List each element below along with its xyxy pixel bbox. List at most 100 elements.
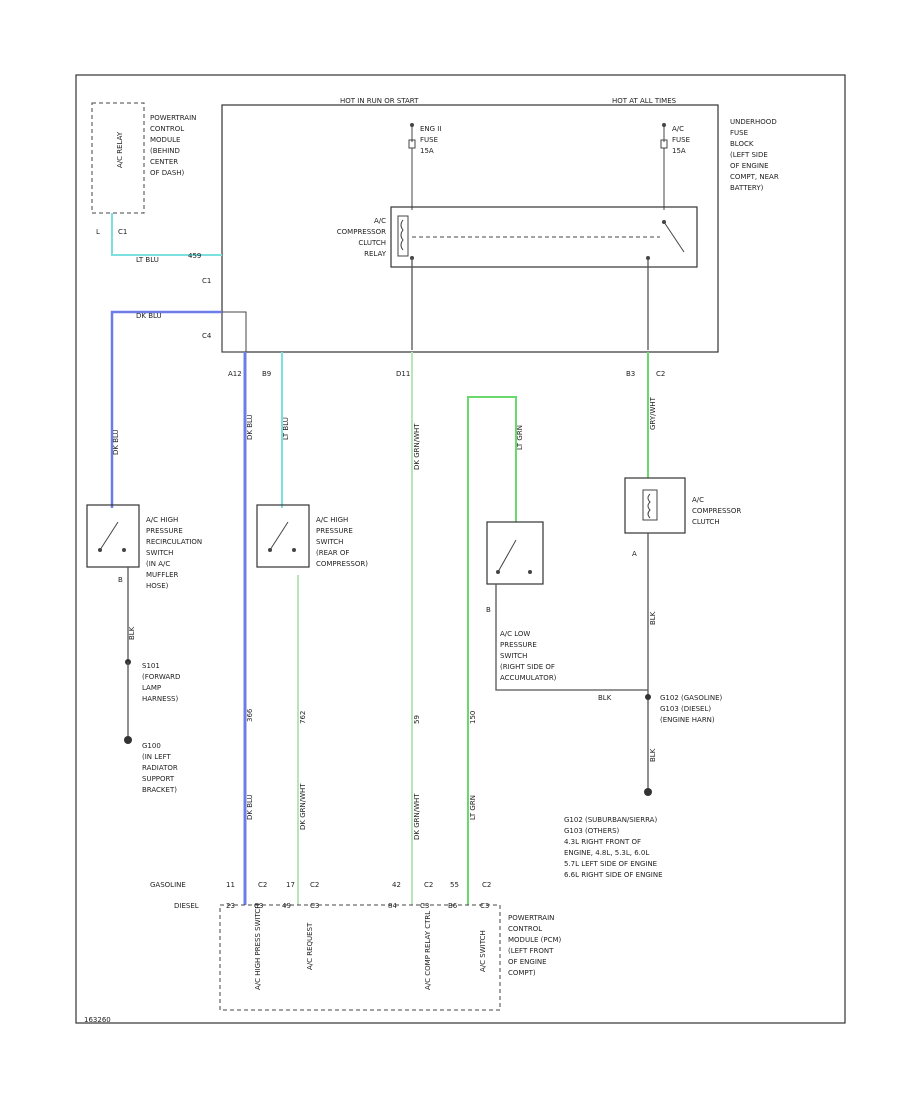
svg-text:POWERTRAIN: POWERTRAIN	[150, 114, 196, 122]
svg-text:A/C HIGH: A/C HIGH	[316, 516, 348, 524]
svg-text:SWITCH: SWITCH	[500, 652, 527, 660]
svg-text:CONTROL: CONTROL	[508, 925, 542, 933]
ac-low-pressure-switch: A/C LOW PRESSURE SWITCH (RIGHT SIDE OF A…	[486, 521, 557, 682]
svg-text:11: 11	[226, 881, 235, 889]
svg-text:42: 42	[392, 881, 401, 889]
svg-text:15A: 15A	[672, 147, 686, 155]
svg-text:84: 84	[388, 902, 397, 910]
svg-text:A/C: A/C	[672, 125, 684, 133]
svg-text:G102 (SUBURBAN/SIERRA): G102 (SUBURBAN/SIERRA)	[564, 816, 657, 824]
svg-text:OF DASH): OF DASH)	[150, 169, 185, 177]
svg-text:(LEFT FRONT: (LEFT FRONT	[508, 947, 554, 955]
svg-text:G103 (DIESEL): G103 (DIESEL)	[660, 705, 711, 713]
svg-text:OF ENGINE: OF ENGINE	[508, 958, 547, 966]
conn-c4: C4	[202, 332, 212, 340]
svg-text:(BEHIND: (BEHIND	[150, 147, 180, 155]
splice-g102	[645, 694, 651, 700]
pcm-top-label: POWERTRAIN CONTROL MODULE (BEHIND CENTER…	[150, 114, 196, 177]
ground-g100-label: G100 (IN LEFT RADIATOR SUPPORT BRACKET)	[142, 742, 178, 794]
label-blk-recirc: BLK	[128, 626, 136, 640]
svg-text:C3: C3	[254, 902, 263, 910]
label-lt-blu-b9: LT BLU	[282, 417, 290, 440]
svg-text:COMPRESSOR): COMPRESSOR)	[316, 560, 368, 568]
svg-text:G102 (GASOLINE): G102 (GASOLINE)	[660, 694, 723, 702]
svg-text:4.3L RIGHT FRONT OF: 4.3L RIGHT FRONT OF	[564, 838, 641, 846]
svg-text:15A: 15A	[420, 147, 434, 155]
svg-text:BATTERY): BATTERY)	[730, 184, 764, 192]
conn-c1: C1	[202, 277, 211, 285]
svg-text:ENG II: ENG II	[420, 125, 441, 133]
svg-text:PRESSURE: PRESSURE	[146, 527, 183, 535]
label-blk-low: BLK	[598, 694, 612, 702]
pin-b9: B9	[262, 370, 271, 378]
svg-text:C3: C3	[310, 902, 319, 910]
svg-text:C2: C2	[258, 881, 267, 889]
svg-text:17: 17	[286, 881, 295, 889]
wire-lt-blu-top	[111, 213, 222, 256]
ground-g100-symbol	[124, 736, 132, 744]
pcm-top-box	[91, 102, 145, 214]
footer-code: 163260	[84, 1016, 111, 1024]
pcm-top-vertical-label: A/C RELAY	[116, 131, 124, 168]
label-lt-blu-top: LT BLU	[136, 256, 159, 264]
ground-g102-label: G102 (GASOLINE) G103 (DIESEL) (ENGINE HA…	[660, 694, 723, 724]
svg-text:FUSE: FUSE	[730, 129, 748, 137]
svg-text:COMPT, NEAR: COMPT, NEAR	[730, 173, 779, 181]
svg-text:OF ENGINE: OF ENGINE	[730, 162, 769, 170]
label-lt-grn-top: LT GRN	[516, 425, 524, 450]
svg-text:A/C: A/C	[374, 217, 386, 225]
svg-text:RECIRCULATION: RECIRCULATION	[146, 538, 202, 546]
label-dk-grn-d11-lower: DK GRN/WHT	[413, 793, 421, 840]
svg-text:A/C: A/C	[692, 496, 704, 504]
svg-text:A/C SWITCH: A/C SWITCH	[479, 930, 487, 972]
svg-text:A/C LOW: A/C LOW	[500, 630, 530, 638]
label-dk-blu-main: DK BLU	[246, 414, 254, 440]
svg-text:POWERTRAIN: POWERTRAIN	[508, 914, 554, 922]
conn-l: L	[96, 228, 100, 236]
svg-text:A/C COMP RELAY CTRL: A/C COMP RELAY CTRL	[424, 911, 432, 990]
svg-text:CLUTCH: CLUTCH	[692, 518, 720, 526]
svg-text:G103 (OTHERS): G103 (OTHERS)	[564, 827, 620, 835]
hot-run-start: HOT IN RUN OR START	[340, 97, 419, 105]
label-wire-150: 150	[469, 711, 477, 724]
connector-c4-box	[221, 311, 247, 353]
svg-text:(REAR OF: (REAR OF	[316, 549, 349, 557]
svg-text:COMPT): COMPT)	[508, 969, 536, 977]
low-term-b: B	[486, 606, 491, 614]
label-wire-59: 59	[413, 715, 421, 724]
svg-text:MODULE (PCM): MODULE (PCM)	[508, 936, 561, 944]
svg-text:MODULE: MODULE	[150, 136, 180, 144]
label-wire-762: 762	[299, 711, 307, 724]
label-blk-clutch: BLK	[649, 611, 657, 625]
svg-text:C3: C3	[480, 902, 489, 910]
svg-text:(FORWARD: (FORWARD	[142, 673, 180, 681]
svg-text:CLUTCH: CLUTCH	[358, 239, 386, 247]
wire-blk-low	[495, 584, 648, 691]
svg-text:B6: B6	[448, 902, 458, 910]
label-gry-wht: GRY/WHT	[649, 396, 657, 430]
ac-compressor-clutch-relay: A/C COMPRESSOR CLUTCH RELAY	[337, 206, 698, 268]
diagram-frame	[75, 74, 846, 1024]
conn-top-c1: C1	[118, 228, 127, 236]
svg-text:RADIATOR: RADIATOR	[142, 764, 178, 772]
svg-text:6.6L RIGHT SIDE OF ENGINE: 6.6L RIGHT SIDE OF ENGINE	[564, 871, 663, 879]
label-dk-blu-lower: DK BLU	[246, 794, 254, 820]
recirc-term-b: B	[118, 576, 123, 584]
label-wire-366: 366	[246, 708, 254, 722]
svg-text:HARNESS): HARNESS)	[142, 695, 178, 703]
label-blk-clutch-lower: BLK	[649, 748, 657, 762]
svg-text:UNDERHOOD: UNDERHOOD	[730, 118, 777, 126]
svg-text:BLOCK: BLOCK	[730, 140, 754, 148]
ground-notes: G102 (SUBURBAN/SIERRA) G103 (OTHERS) 4.3…	[564, 816, 663, 879]
svg-text:C2: C2	[482, 881, 491, 889]
svg-text:5.7L LEFT SIDE OF ENGINE: 5.7L LEFT SIDE OF ENGINE	[564, 860, 657, 868]
pin-c2: C2	[656, 370, 665, 378]
ac-high-pressure-switch: A/C HIGH PRESSURE SWITCH (REAR OF COMPRE…	[256, 504, 368, 568]
svg-text:C3: C3	[420, 902, 429, 910]
svg-text:55: 55	[450, 881, 459, 889]
svg-text:RELAY: RELAY	[364, 250, 387, 258]
wire-dk-blu-recirc	[110, 310, 222, 508]
svg-text:SWITCH: SWITCH	[146, 549, 173, 557]
svg-text:SUPPORT: SUPPORT	[142, 775, 175, 783]
svg-text:(IN LEFT: (IN LEFT	[142, 753, 171, 761]
